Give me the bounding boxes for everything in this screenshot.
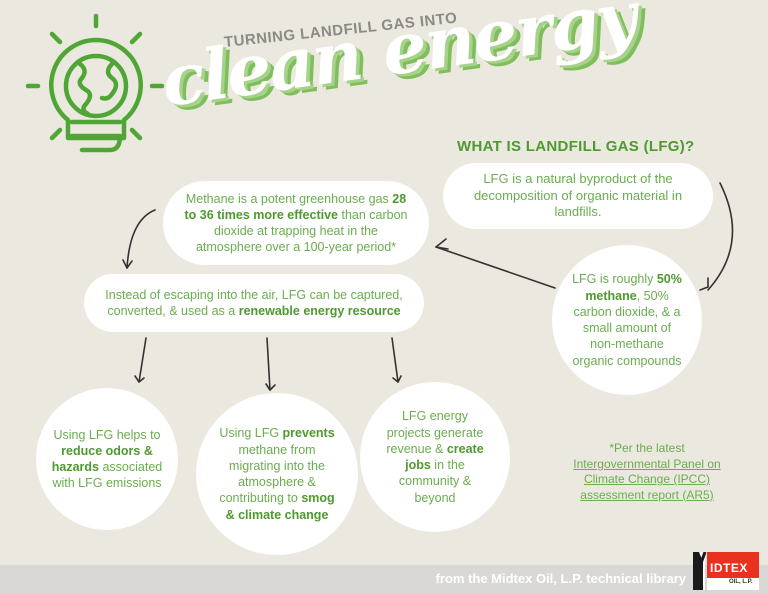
composition-highlight: 50% methane (585, 272, 682, 303)
benefit-highlight-2: smog & climate change (225, 491, 335, 522)
benefit-text-mid: methane from migrating into the atmosphe… (219, 442, 325, 506)
benefit-text-end: in the community & beyond (398, 458, 472, 505)
capture-text: Instead of escaping into the air, LFG ca… (105, 287, 403, 318)
footnote-lead: *Per the latest (609, 441, 685, 455)
section-heading: WHAT IS LANDFILL GAS (LFG)? (457, 138, 695, 155)
midtex-logo: IDTEX OIL, L.P. (693, 551, 759, 590)
benefit-highlight: prevents (282, 426, 335, 441)
capture-bubble: Instead of escaping into the air, LFG ca… (84, 274, 424, 332)
methane-fact-text: Methane is a potent greenhouse gas (185, 191, 393, 206)
benefit-highlight: create jobs (405, 441, 484, 472)
benefit-highlight: reduce odors & hazards (51, 443, 153, 474)
methane-fact-text-end: than carbon dioxide at trapping heat in … (195, 207, 408, 255)
benefit-text: Using LFG helps to (53, 427, 161, 442)
benefit-text-end: associated with LFG emissions (52, 460, 163, 491)
methane-fact-highlight: 28 to 36 times more effective (184, 191, 407, 222)
ipcc-report-link[interactable]: Intergovernmental Panel on Climate Chang… (573, 456, 721, 502)
footnote: *Per the latest Intergovernmental Panel … (562, 441, 732, 503)
benefit-jobs-bubble: LFG energy projects generate revenue & c… (360, 382, 510, 532)
methane-fact-bubble: Methane is a potent greenhouse gas 28 to… (163, 181, 429, 265)
benefit-text: LFG energy projects generate revenue & (386, 409, 484, 456)
benefit-methane-bubble: Using LFG prevents methane from migratin… (196, 393, 358, 555)
definition-bubble: LFG is a natural byproduct of the decomp… (443, 163, 713, 229)
footer-text: from the Midtex Oil, L.P. technical libr… (435, 571, 686, 586)
logo-wordmark: IDTEX (710, 561, 748, 575)
composition-text-end: , 50% carbon dioxide, & a small amount o… (572, 288, 682, 368)
benefit-text: Using LFG (219, 426, 283, 441)
lightbulb-globe-icon (25, 13, 165, 153)
footer-bar: from the Midtex Oil, L.P. technical libr… (0, 565, 768, 594)
definition-text: LFG is a natural byproduct of the decomp… (473, 170, 683, 220)
logo-subtext: OIL, L.P. (729, 579, 753, 585)
composition-bubble: LFG is roughly 50% methane, 50% carbon d… (552, 245, 702, 395)
capture-highlight: renewable energy resource (238, 304, 401, 318)
composition-text: LFG is roughly (572, 272, 657, 287)
benefit-odors-bubble: Using LFG helps to reduce odors & hazard… (36, 388, 178, 530)
